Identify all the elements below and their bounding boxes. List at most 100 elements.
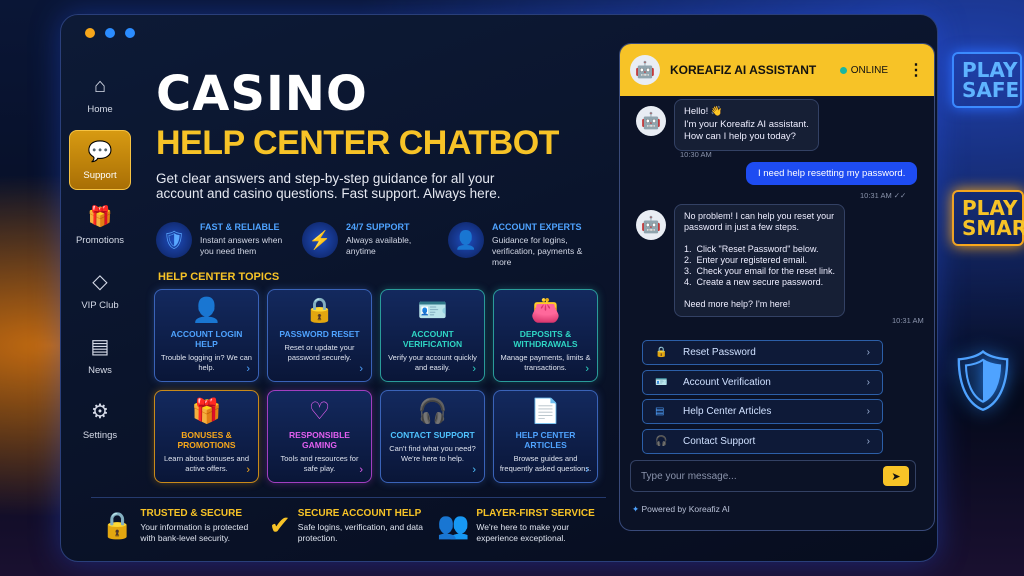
trust-icon: 🔒 xyxy=(101,510,134,540)
send-button[interactable]: ➤ xyxy=(883,466,909,486)
bot-avatar: 🤖 xyxy=(630,55,660,85)
chevron-right-icon: › xyxy=(585,464,589,476)
window-dot[interactable] xyxy=(125,28,135,38)
quick-action-button[interactable]: 🪪Account Verification› xyxy=(642,369,883,395)
message-input[interactable]: Type your message...➤ xyxy=(630,460,916,492)
feature-icon: ⚡ xyxy=(302,222,338,258)
timestamp: 10:30 AM xyxy=(680,150,712,159)
action-label: Help Center Articles xyxy=(683,406,772,417)
bot-message: No problem! I can help you reset your pa… xyxy=(674,204,846,317)
gift-icon: 🎁 xyxy=(87,206,113,228)
sidebar-item-news[interactable]: ▤News xyxy=(69,325,131,385)
quick-action-button[interactable]: 🎧 Contact Support › xyxy=(642,428,883,454)
shield-lock-icon: 🛡 xyxy=(945,347,1022,414)
topic-text: Verify your account quickly and easily. xyxy=(388,353,477,372)
topic-card[interactable]: 👛 DEPOSITS & WITHDRAWALS Manage payments, … xyxy=(493,289,598,382)
sidebar-item-support[interactable]: 💬Support xyxy=(69,130,131,190)
trust-title: TRUSTED & SECURE xyxy=(140,507,243,519)
quick-action-button[interactable]: ▤ Help Center Articles › xyxy=(642,399,883,424)
topic-icon: 🔒 xyxy=(304,297,335,324)
diamond-icon: ◇ xyxy=(92,271,108,293)
trust-title: PLAYER-FIRST SERVICE xyxy=(476,507,595,519)
trust-title: SECURE ACCOUNT HELP xyxy=(297,507,422,519)
chevron-right-icon: › xyxy=(585,363,589,375)
sidebar-item-label: Settings xyxy=(82,430,118,441)
bot-message: Hello! 👋 I'm your Koreafiz AI assistant.… xyxy=(674,99,819,151)
play-safe-sign: PLAY SAFE xyxy=(952,52,1022,108)
window-dot[interactable] xyxy=(85,28,95,38)
trust-item: 🔒 TRUSTED & SECURE Your information is pro… xyxy=(101,508,259,544)
quick-action-button[interactable]: 🔒Reset Password› xyxy=(642,340,883,365)
topic-text: Manage payments, limits & transactions. xyxy=(500,353,591,372)
topic-text: Browse guides and frequently asked quest… xyxy=(499,454,592,473)
feature-icon: 🛡 xyxy=(156,222,192,258)
chevron-right-icon: › xyxy=(246,464,250,476)
sidebar-item-vip-club[interactable]: ◇ VIP Club xyxy=(69,260,131,320)
topic-icon: 👤 xyxy=(191,297,222,324)
sidebar-item-settings[interactable]: ⚙ Settings xyxy=(69,390,131,450)
topic-title: CONTACT SUPPORT xyxy=(390,430,475,440)
chat-icon: 💬 xyxy=(87,141,113,163)
action-icon: ▤ xyxy=(655,406,665,417)
sidebar-item-label: News xyxy=(88,365,112,376)
action-label: Contact Support xyxy=(683,435,756,447)
trust-icon: 👥 xyxy=(437,510,470,540)
chat-header: 🤖 KOREAFIZ AI ASSISTANT ONLINE ⋮ xyxy=(620,44,934,96)
powered-by: ✦ Powered by Koreafiz AI xyxy=(632,504,730,514)
action-icon: 🎧 xyxy=(655,435,668,447)
chevron-right-icon: › xyxy=(472,464,476,476)
app-window: ⌂Home💬Support🎁Promotions◇VIP Club▤News⚙S… xyxy=(60,14,938,562)
chevron-right-icon: › xyxy=(866,406,870,417)
chat-panel: 🤖 KOREAFIZ AI ASSISTANT ONLINE ⋮ 🤖 Hello… xyxy=(619,43,935,531)
topic-icon: ♡ xyxy=(308,398,331,425)
window-dot[interactable] xyxy=(105,28,115,38)
chevron-right-icon: › xyxy=(866,435,870,447)
topic-text: Can't find what you need? We're here to … xyxy=(389,444,476,463)
topic-card[interactable]: 🎧 CONTACT SUPPORT Can't find what you need… xyxy=(380,390,485,483)
topic-icon: 🎧 xyxy=(417,398,448,425)
chevron-right-icon: › xyxy=(359,464,363,476)
action-icon: 🔒 xyxy=(655,347,668,358)
trust-item: 👥 PLAYER-FIRST SERVICE We're here to make … xyxy=(437,508,595,544)
timestamp: 10:31 AM ✓✓ xyxy=(860,191,907,200)
sidebar-item-label: VIP Club xyxy=(81,300,119,311)
topic-title: ACCOUNT LOGIN HELP xyxy=(170,329,243,349)
trust-text: We're here to make your experience excep… xyxy=(476,521,570,543)
chevron-right-icon: › xyxy=(472,363,476,375)
topic-icon: 🎁 xyxy=(191,398,222,425)
topic-title: DEPOSITS & WITHDRAWALS xyxy=(513,329,578,349)
topic-text: Reset or update your password securely. xyxy=(284,343,355,362)
feature-text: Always available, anytime xyxy=(346,235,412,256)
more-menu-icon[interactable]: ⋮ xyxy=(908,62,924,79)
sidebar-item-home[interactable]: ⌂Home xyxy=(69,65,131,125)
feature-icon: 👤 xyxy=(448,222,484,258)
sidebar-item-label: Promotions xyxy=(75,235,125,246)
sidebar-item-label: Home xyxy=(87,104,113,115)
feature-text: Guidance for logins, verification, payme… xyxy=(492,235,583,267)
feature-text: Instant answers when you need them xyxy=(200,235,283,256)
topic-icon: 👛 xyxy=(530,297,561,324)
action-icon: 🪪 xyxy=(655,376,668,388)
status-badge: ONLINE xyxy=(839,65,888,76)
trust-icon: ✔ xyxy=(269,510,291,540)
trust-text: Your information is protected with bank-… xyxy=(140,521,249,543)
page-subtitle-title: HELP CENTER CHATBOT xyxy=(156,124,559,162)
chat-title: KOREAFIZ AI ASSISTANT xyxy=(670,63,817,77)
chevron-right-icon: › xyxy=(866,347,870,358)
sidebar-item-promotions[interactable]: 🎁 Promotions xyxy=(69,195,131,255)
sidebar: ⌂Home💬Support 🎁 Promotions ◇ VIP Club ▤News ⚙ S… xyxy=(69,65,131,455)
gear-icon: ⚙ xyxy=(91,401,109,423)
topics-heading: HELP CENTER TOPICS xyxy=(158,271,280,283)
chevron-right-icon: › xyxy=(359,363,363,375)
topic-title: ACCOUNT VERIFICATION xyxy=(402,329,463,349)
